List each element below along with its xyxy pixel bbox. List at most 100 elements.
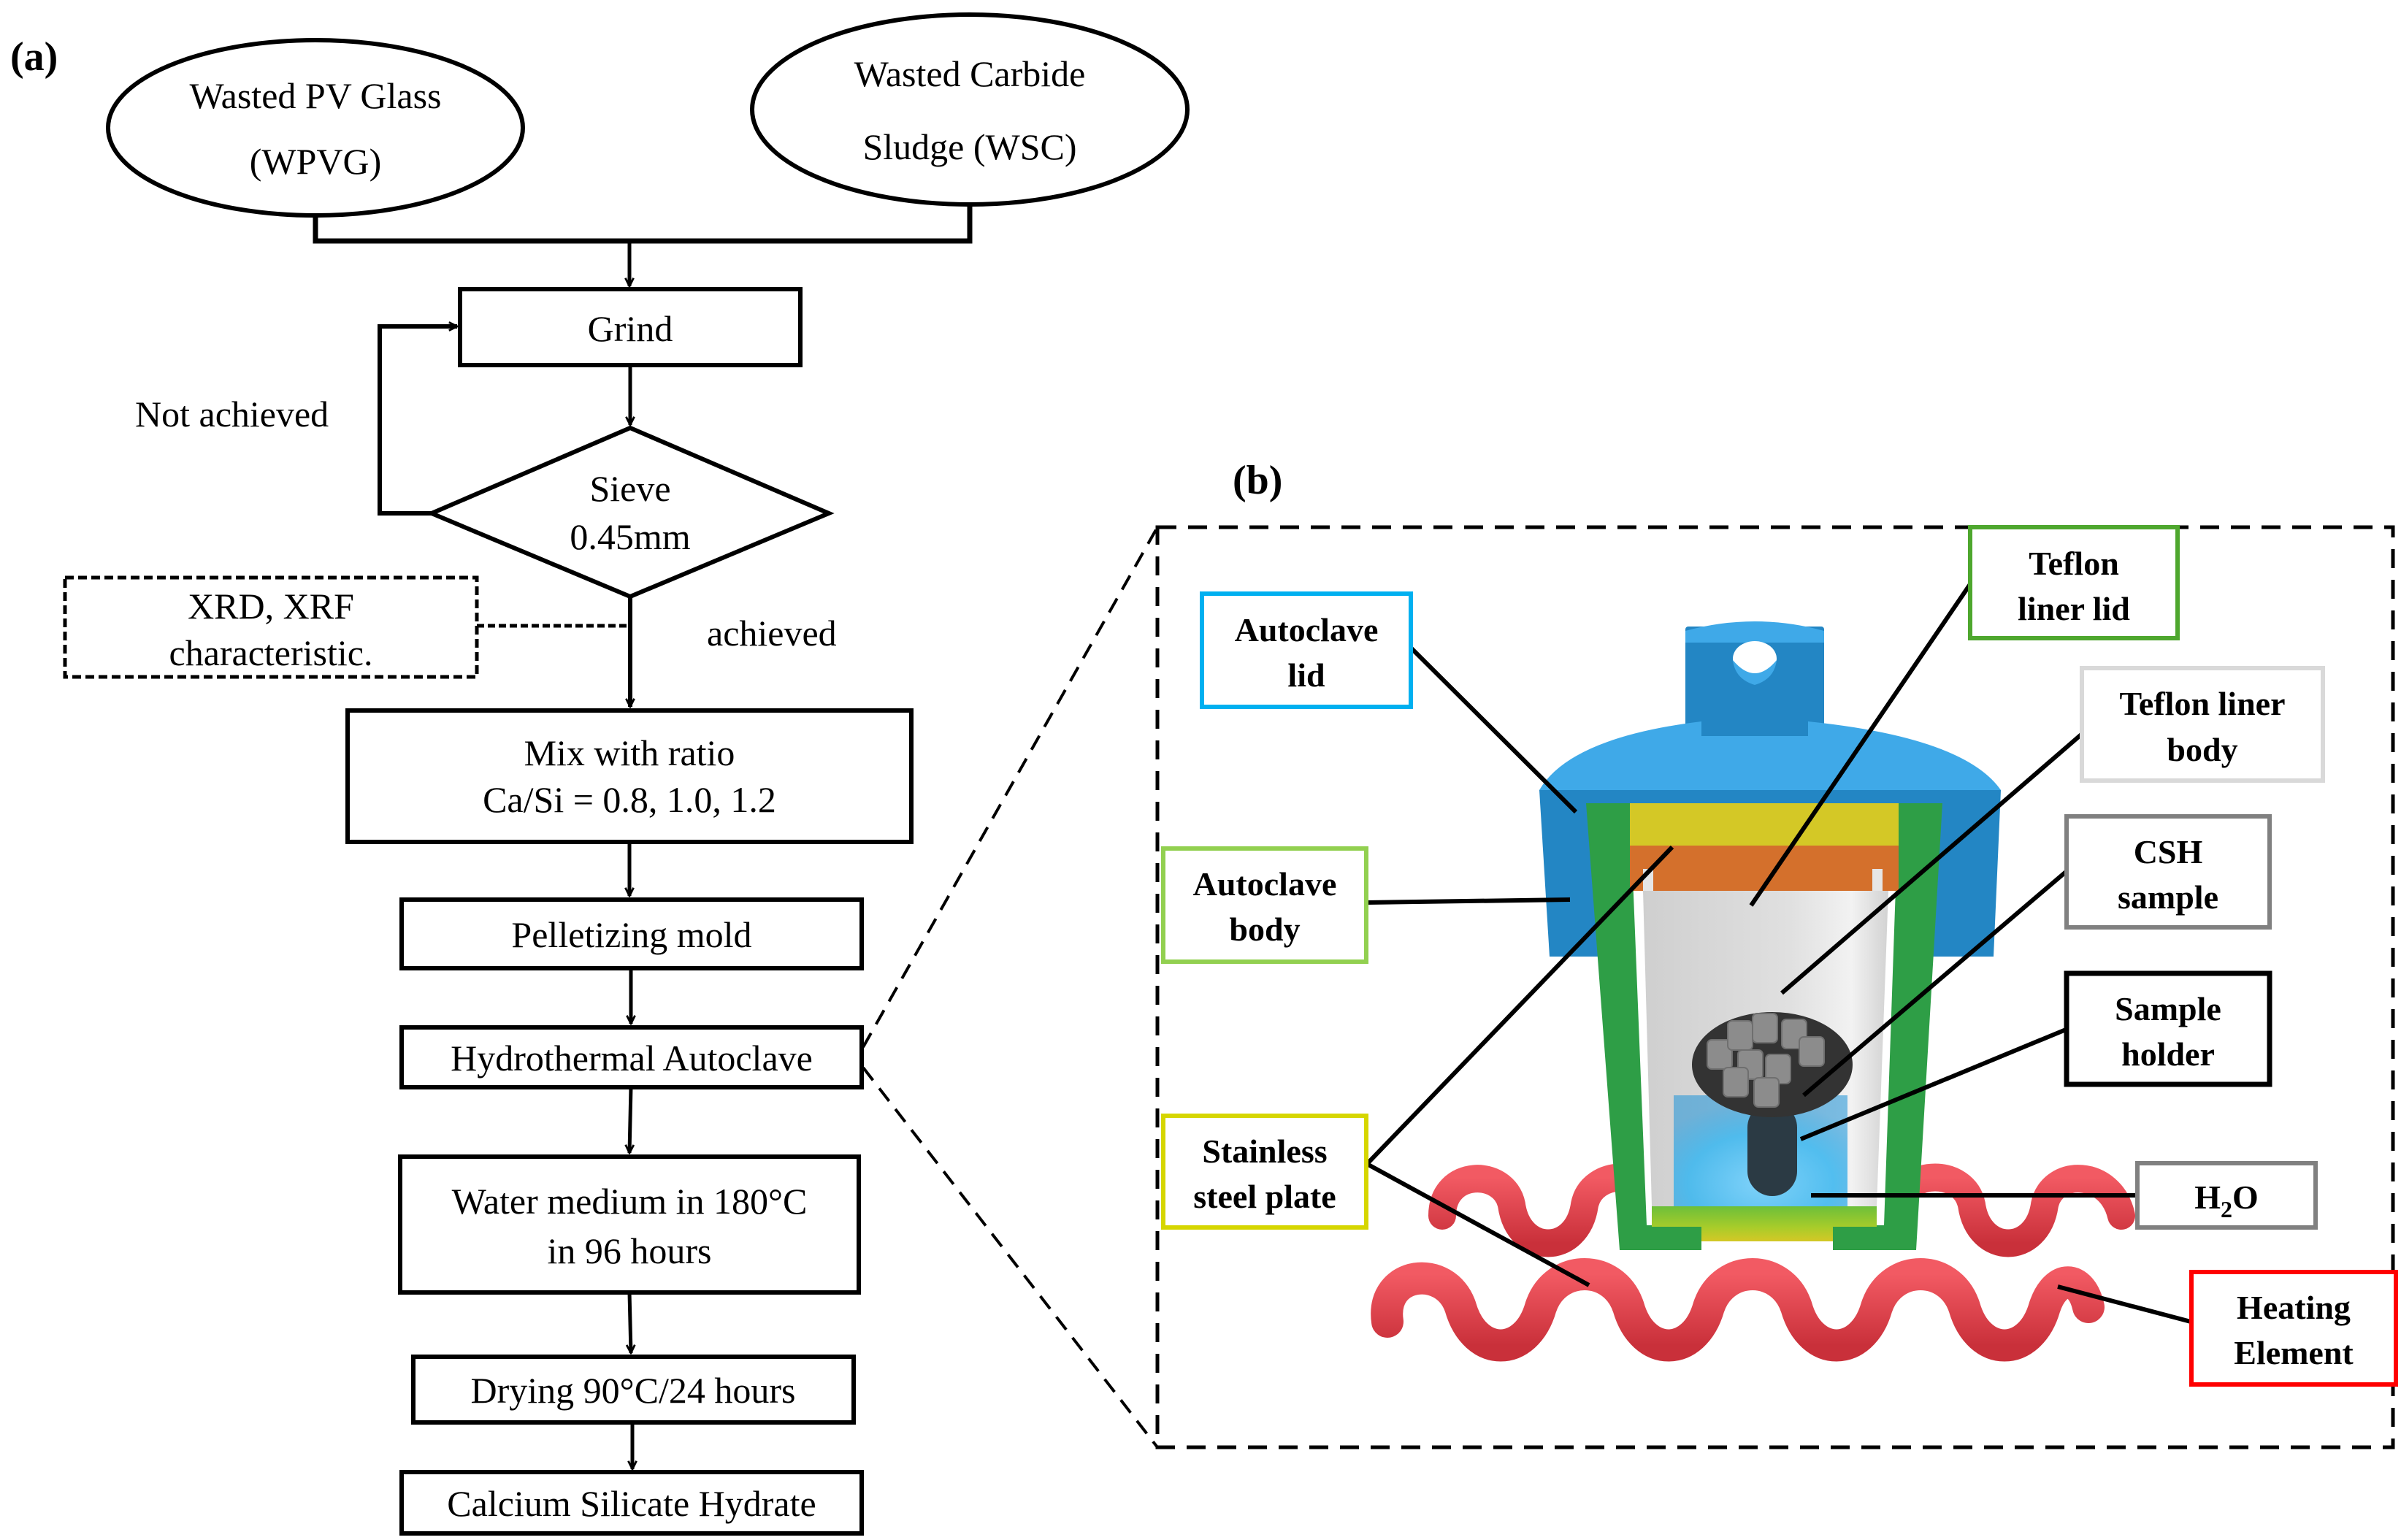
sieve-line2: 0.45mm	[570, 516, 690, 557]
callout-teflon-body-line2: body	[2167, 731, 2237, 768]
water-h: H	[2194, 1179, 2221, 1216]
callout-sample-holder-line1: Sample	[2115, 990, 2221, 1027]
box-shape	[345, 708, 914, 844]
leader-heating	[2057, 1284, 2191, 1324]
water-line1: Water medium in 180°C	[452, 1181, 808, 1222]
autoclave-step: Hydrothermal Autoclave	[399, 1025, 864, 1089]
merge-connector	[313, 204, 973, 244]
callout-autoclave-body-line2: body	[1229, 911, 1300, 948]
product-step: Calcium Silicate Hydrate	[399, 1470, 864, 1536]
callout-csh-sample: CSH sample	[2064, 814, 2272, 930]
input-wpvg: Wasted PV Glass (WPVG)	[106, 38, 525, 218]
callout-box	[2064, 970, 2272, 1087]
leader-csh-sample	[1802, 870, 2067, 1097]
callout-autoclave-lid-line2: lid	[1287, 656, 1325, 694]
callout-csh-sample-line1: CSH	[2134, 833, 2203, 870]
pelletizing-label: Pelletizing mold	[511, 914, 751, 955]
callout-sample-holder-line2: holder	[2121, 1035, 2215, 1073]
achieved-label: achieved	[707, 613, 837, 654]
box-shape	[399, 1025, 864, 1089]
mix-line1: Mix with ratio	[524, 732, 735, 773]
mix-line2: Ca/Si = 0.8, 1.0, 1.2	[483, 779, 776, 820]
input-wpvg-line2: (WPVG)	[250, 141, 382, 182]
ellipse-shape	[750, 12, 1190, 207]
callout-autoclave-body: Autoclave body	[1161, 846, 1368, 964]
water-subscript: 2	[2221, 1196, 2232, 1222]
box-shape	[398, 1154, 861, 1295]
callout-heating-line2: Element	[2234, 1334, 2354, 1371]
panel-b-label: (b)	[1233, 458, 1282, 503]
callout-box	[2189, 1270, 2398, 1387]
callout-teflon-lid: Teflon liner lid	[1968, 525, 2180, 640]
not-achieved-loop	[378, 326, 457, 516]
callout-heating: Heating Element	[2189, 1270, 2398, 1387]
callout-box	[1161, 1114, 1368, 1230]
panel-a: (a) Wasted PV Glass (WPVG) Wasted Carbid…	[10, 12, 1190, 1536]
input-wsc-line2: Sludge (WSC)	[862, 126, 1076, 167]
callout-autoclave-body-line1: Autoclave	[1193, 865, 1337, 903]
callout-box	[1161, 846, 1368, 964]
callout-stainless-plate-line2: steel plate	[1193, 1178, 1336, 1215]
pelletizing-step: Pelletizing mold	[399, 897, 864, 970]
leader-lines	[1363, 583, 2191, 1324]
zoom-line-bottom	[862, 1066, 1159, 1449]
callout-autoclave-lid-line1: Autoclave	[1235, 611, 1379, 648]
zoom-line-top	[862, 526, 1159, 1048]
input-wpvg-line1: Wasted PV Glass	[189, 75, 441, 116]
callout-autoclave-lid: Autoclave lid	[1200, 591, 1413, 709]
input-wsc: Wasted Carbide Sludge (WSC)	[750, 12, 1190, 207]
sieve-line1: Sieve	[589, 468, 670, 509]
callout-teflon-lid-line2: liner lid	[2018, 590, 2130, 627]
panel-b: (b)	[1155, 458, 2398, 1449]
lid-hole	[1733, 641, 1777, 676]
callout-csh-sample-line2: sample	[2118, 878, 2218, 916]
box-shape	[411, 1355, 856, 1425]
csh-pellets	[1707, 1013, 1825, 1108]
characterization-line2: characteristic.	[169, 632, 373, 673]
callout-stainless-plate-line1: Stainless	[1202, 1133, 1327, 1170]
callout-heating-line1: Heating	[2237, 1289, 2351, 1326]
callout-box	[2064, 814, 2272, 930]
callout-box	[2080, 666, 2325, 783]
leader-autoclave-lid	[1409, 646, 1578, 814]
water-o: O	[2232, 1179, 2259, 1216]
callout-teflon-body: Teflon liner body	[2080, 666, 2325, 783]
drying-step: Drying 90°C/24 hours	[411, 1355, 856, 1425]
callout-stainless-plate: Stainless steel plate	[1161, 1114, 1368, 1230]
water-medium-step: Water medium in 180°C in 96 hours	[398, 1154, 861, 1295]
leader-teflon-lid	[1749, 583, 1972, 907]
water-line2: in 96 hours	[548, 1230, 712, 1271]
characterization-box: XRD, XRF characteristic.	[63, 575, 479, 679]
arrow-to-water	[629, 1087, 631, 1153]
diamond-shape	[426, 425, 835, 599]
top-steel-plate	[1630, 803, 1899, 846]
characterization-line1: XRD, XRF	[188, 586, 354, 627]
detail-frame	[1155, 525, 2395, 1449]
bottom-steel-plate	[1652, 1206, 1877, 1241]
callout-sample-holder: Sample holder	[2064, 970, 2272, 1087]
drying-label: Drying 90°C/24 hours	[471, 1370, 796, 1411]
callout-box	[2135, 1161, 2318, 1230]
callout-teflon-body-line1: Teflon liner	[2119, 685, 2285, 722]
not-achieved-label: Not achieved	[135, 394, 329, 434]
leader-teflon-body	[1780, 732, 2083, 995]
input-wsc-line1: Wasted Carbide	[854, 53, 1086, 94]
box-shape	[399, 1470, 864, 1536]
heating-coil-front	[1371, 1258, 2105, 1362]
leader-autoclave-body	[1366, 897, 1571, 905]
ellipse-shape	[106, 38, 525, 218]
callout-box	[1968, 525, 2180, 640]
panel-a-label: (a)	[10, 34, 58, 80]
callout-water: H2O	[2135, 1161, 2318, 1230]
product-label: Calcium Silicate Hydrate	[447, 1483, 816, 1524]
leader-sample-holder	[1799, 1027, 2067, 1141]
holder-stem	[1747, 1103, 1797, 1196]
grind-label: Grind	[588, 308, 673, 349]
callout-teflon-lid-line1: Teflon	[2029, 545, 2119, 582]
callout-box	[1200, 591, 1413, 709]
sieve-decision: Sieve 0.45mm	[426, 425, 835, 599]
autoclave-label: Hydrothermal Autoclave	[451, 1038, 813, 1079]
dashed-box-shape	[63, 575, 479, 679]
arrow-to-drying	[629, 1292, 631, 1353]
